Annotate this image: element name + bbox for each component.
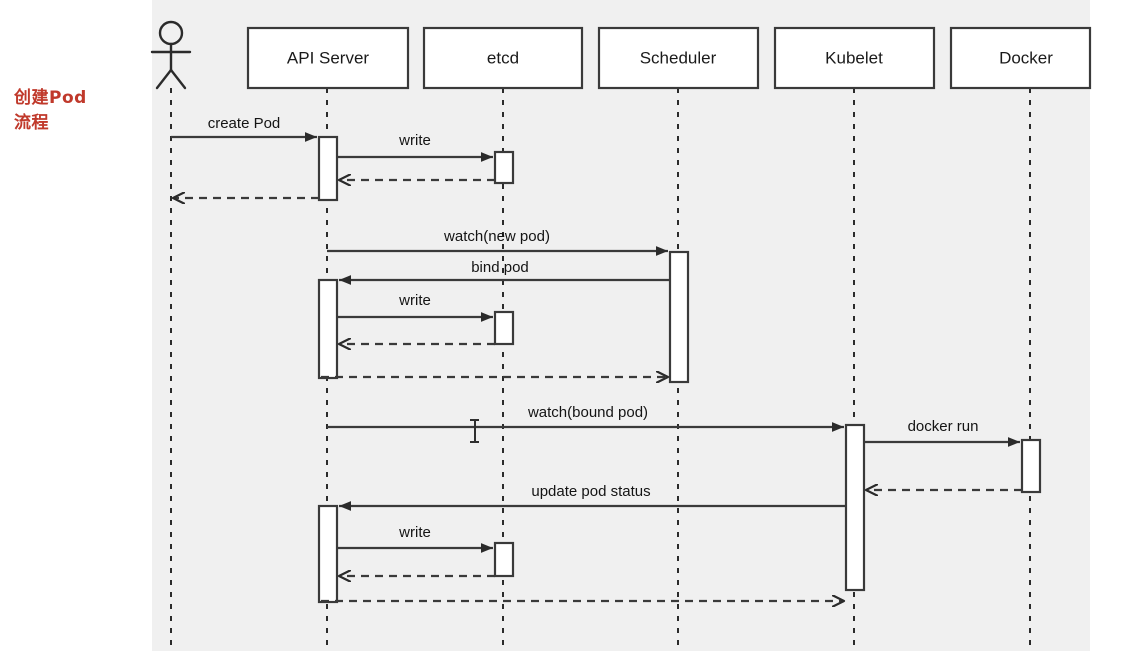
participant-box[interactable] [422,26,584,90]
participant-box[interactable] [949,26,1092,90]
message-label-write-3: write [398,524,431,541]
message-label-write-1: write [398,132,431,149]
message-label-write-2: write [398,292,431,309]
activation-bar-apiserver-2 [317,278,339,380]
activation-bar-docker-1 [1020,438,1042,494]
participant-box[interactable] [597,26,760,90]
participant-label: Scheduler [640,48,717,67]
annotation-label: 创建Pod 流程 [14,88,87,133]
activation-bar-apiserver-3 [317,504,339,604]
caret-stem [474,421,476,441]
participant-box[interactable] [246,26,410,90]
participant-docker[interactable]: Docker [949,26,1092,90]
activation-bar-etcd-2 [493,310,515,346]
actor-head-icon [158,20,184,46]
actor-figure [150,20,192,90]
activation-bar-etcd-1 [493,150,515,185]
actor-leg-right [169,68,187,90]
message-label-create-pod: create Pod [208,115,281,132]
participant-kubelet[interactable]: Kubelet [773,26,936,90]
participant-label: Docker [999,48,1053,67]
actor-leg-left [155,68,173,90]
activation-bars [317,135,1042,604]
messages: create Pod write watch(new pod) bind pod… [171,115,1022,601]
participant-label: Kubelet [825,48,883,67]
caret-bottom-serif [470,441,479,443]
activation-bar-scheduler-1 [668,250,690,384]
lifelines [170,88,1031,651]
participant-label: API Server [287,48,370,67]
diagram-canvas [152,0,1090,651]
activation-bar-apiserver-1 [317,135,339,202]
text-caret-cursor [470,419,479,443]
message-label-watch-new-pod: watch(new pod) [443,228,550,245]
message-label-watch-bound-pod: watch(bound pod) [527,404,648,421]
message-label-bind-pod: bind pod [471,259,529,276]
participant-etcd[interactable]: etcd [422,26,584,90]
participant-apiserver[interactable]: API Server [246,26,410,90]
caret-top-serif [470,419,479,421]
activation-bar-etcd-3 [493,541,515,578]
message-label-update-pod-status: update pod status [531,483,650,500]
message-label-docker-run: docker run [908,418,979,435]
participant-scheduler[interactable]: Scheduler [597,26,760,90]
participant-box[interactable] [773,26,936,90]
activation-bar-kubelet-1 [844,423,866,592]
participant-label: etcd [487,48,519,67]
